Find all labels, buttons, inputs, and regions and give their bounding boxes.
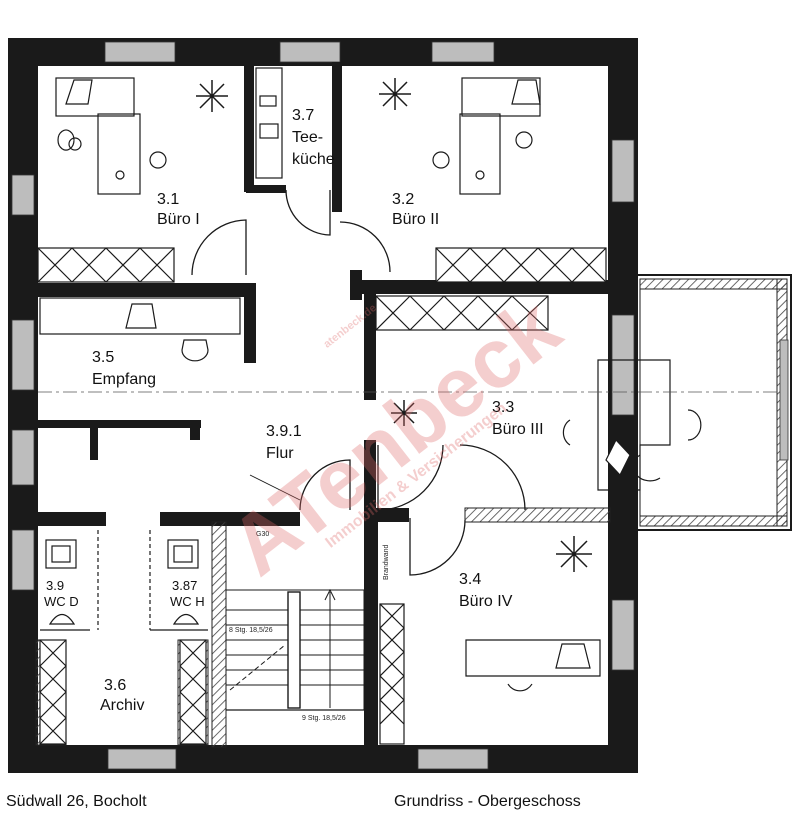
room-number-buero2: 3.2 <box>392 191 414 208</box>
cabinet-strips <box>37 247 607 745</box>
room-name-archiv: Archiv <box>100 697 144 714</box>
room-number-wc-h: 3.87 <box>172 578 197 593</box>
room-name-kueche-2: küche <box>292 151 335 168</box>
room-name-buero3: Büro III <box>492 421 544 438</box>
cabinets-buero3 <box>375 295 549 331</box>
footer-title: Grundriss - Obergeschoss <box>394 793 581 810</box>
room-number-buero3: 3.3 <box>492 399 514 416</box>
room-labels: 3.1 Büro I 3.7 Tee- küche 3.2 Büro II 3.… <box>44 107 544 714</box>
cabinets-buero1 <box>37 247 175 283</box>
cabinets-archiv-right <box>179 639 207 745</box>
stair-lower-label: 9 Stg. 18,5/26 <box>302 715 346 722</box>
cabinets-archiv-left <box>39 639 67 745</box>
room-name-flur: Flur <box>266 445 294 462</box>
footer-address: Südwall 26, Bocholt <box>6 793 147 810</box>
room-name-kueche-1: Tee- <box>292 129 323 146</box>
room-name-wc-d: WC D <box>44 594 79 609</box>
plant-icon-buero2 <box>379 78 411 110</box>
plant-icon-buero3 <box>391 400 417 426</box>
cabinets-buero2 <box>435 247 607 283</box>
room-name-buero4: Büro IV <box>459 593 513 610</box>
doors <box>191 189 526 576</box>
cabinets-stair-east <box>379 603 405 745</box>
floor-plan: 3.1 Büro I 3.7 Tee- küche 3.2 Büro II 3.… <box>8 38 792 773</box>
bay-extension <box>635 274 792 531</box>
plant-icon-buero1 <box>196 80 228 112</box>
room-name-empfang: Empfang <box>92 371 156 388</box>
room-number-archiv: 3.6 <box>104 677 126 694</box>
room-name-wc-h: WC H <box>170 594 205 609</box>
furniture <box>39 67 702 692</box>
room-number-kueche: 3.7 <box>292 107 314 124</box>
room-number-buero1: 3.1 <box>157 191 179 208</box>
plant-icons <box>196 78 592 572</box>
stair-upper-label: 8 Stg. 18,5/26 <box>229 627 273 634</box>
plant-icon-buero4 <box>556 536 592 572</box>
room-name-buero2: Büro II <box>392 211 439 228</box>
room-number-buero4: 3.4 <box>459 571 481 588</box>
room-name-buero1: Büro I <box>157 211 200 228</box>
fire-door-label: G30 <box>256 531 269 538</box>
staircase <box>225 588 365 711</box>
fire-wall-label: Brandwand <box>383 544 390 580</box>
exterior-walls <box>8 38 638 773</box>
room-number-flur: 3.9.1 <box>266 423 302 440</box>
room-number-wc-d: 3.9 <box>46 578 64 593</box>
windows <box>11 41 635 770</box>
room-number-empfang: 3.5 <box>92 349 114 366</box>
annotations: G30 Brandwand 8 Stg. 18,5/26 9 Stg. 18,5… <box>229 531 390 722</box>
